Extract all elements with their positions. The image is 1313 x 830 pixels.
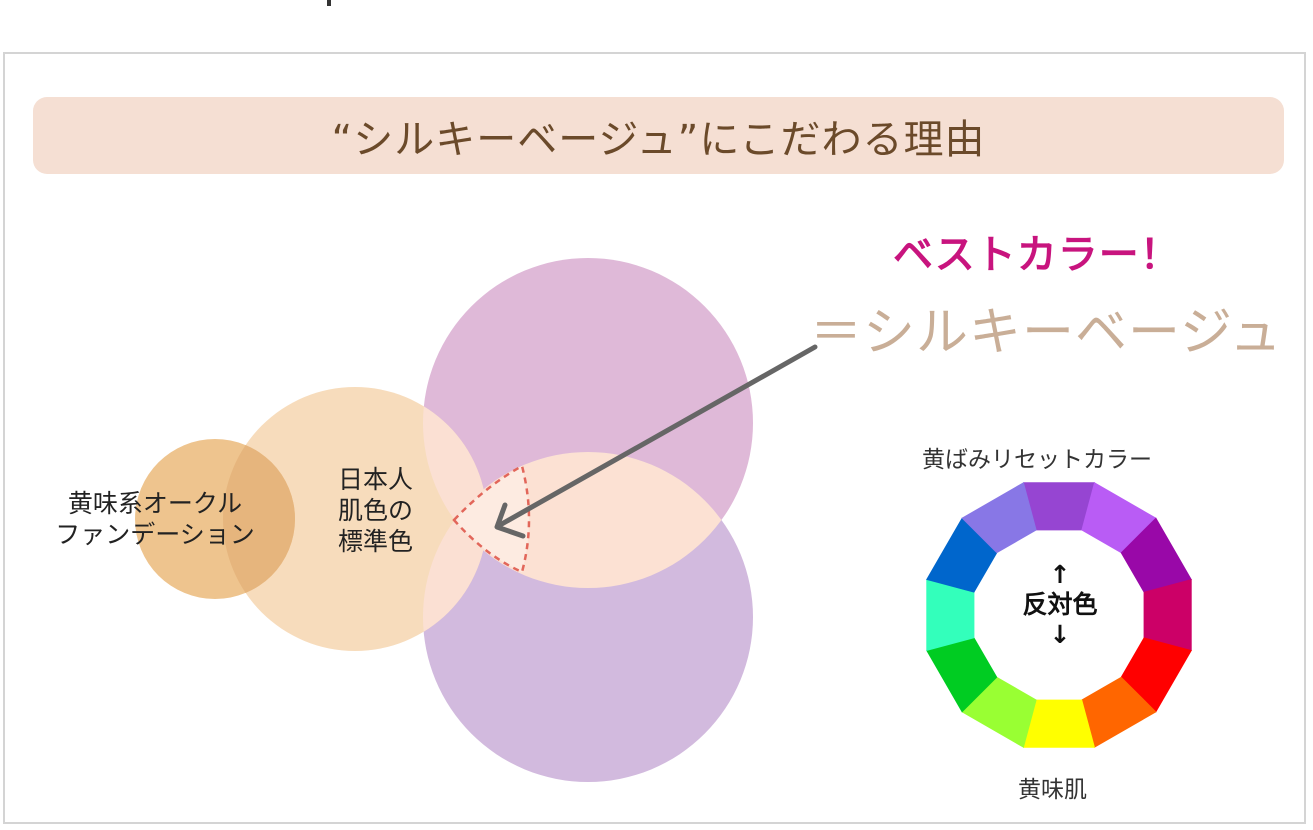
page-title: “シルキーベージュ”にこだわる理由 xyxy=(331,116,986,163)
wheel-segment xyxy=(961,482,1037,554)
label-japanese-standard-skin: 日本人 肌色の 標準色 xyxy=(337,465,413,556)
wheel-title-reset-color: 黄ばみリセットカラー xyxy=(922,447,1152,473)
arrow-up-icon: ↑ xyxy=(1049,560,1071,589)
opposite-color-label: 反対色 xyxy=(1022,590,1098,619)
wheel-bottom-label-yellow-skin: 黄味肌 xyxy=(1018,777,1087,803)
top-edge-mark xyxy=(327,0,331,6)
best-color-headline: ベストカラー！ xyxy=(893,232,1181,278)
arrow-head-icon xyxy=(494,502,526,539)
title-banner: “シルキーベージュ”にこだわる理由 xyxy=(33,97,1284,174)
silky-beige-subline: ＝シルキーベージュ xyxy=(810,303,1283,363)
arrow-line xyxy=(497,344,818,528)
wheel-center-label: ↑ 反対色 ↓ xyxy=(1010,560,1110,650)
peach-circle-standard xyxy=(223,387,487,651)
color-wheel xyxy=(926,482,1192,748)
arrow-down-icon: ↓ xyxy=(1049,620,1071,649)
best-region-highlight xyxy=(452,464,531,574)
label-yellow-ocher-foundation: 黄味系オークル ファンデーション xyxy=(55,489,255,549)
